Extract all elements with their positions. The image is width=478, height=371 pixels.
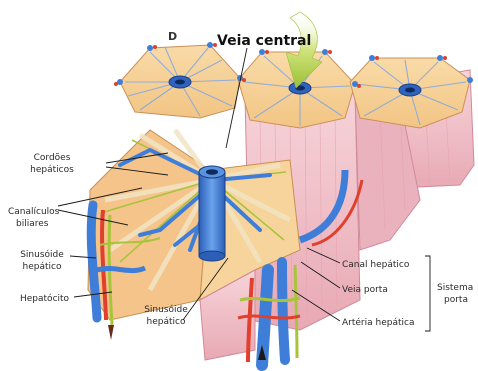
label-veia-central: Veia central [217, 33, 311, 49]
label-cordoes-line1: Cordões [34, 153, 71, 163]
label-cordoes-line2: hepáticos [30, 165, 74, 175]
label-arteria-hepatica: Artéria hepática [342, 317, 414, 328]
label-sinusoide-left-line1: Sinusóide [20, 249, 64, 260]
label-hepatocito: Hepatócito [20, 293, 70, 304]
label-sinusoide-left-line2: hepático [23, 262, 62, 272]
label-sinusoide-bottom-line2: hepático [147, 317, 186, 327]
label-canaliculos-line2: biliares [16, 219, 49, 229]
label-canaliculos-line1: Canalículos [8, 207, 60, 217]
label-veia-porta: Veia porta [342, 285, 388, 295]
label-canal-hepatico: Canal hepático [342, 260, 410, 270]
label-porta: porta [444, 295, 468, 305]
label-sistema: Sistema [437, 283, 473, 293]
panel-letter: D [168, 30, 177, 43]
label-sinusoide-bottom-line1: Sinusóide [144, 304, 188, 315]
